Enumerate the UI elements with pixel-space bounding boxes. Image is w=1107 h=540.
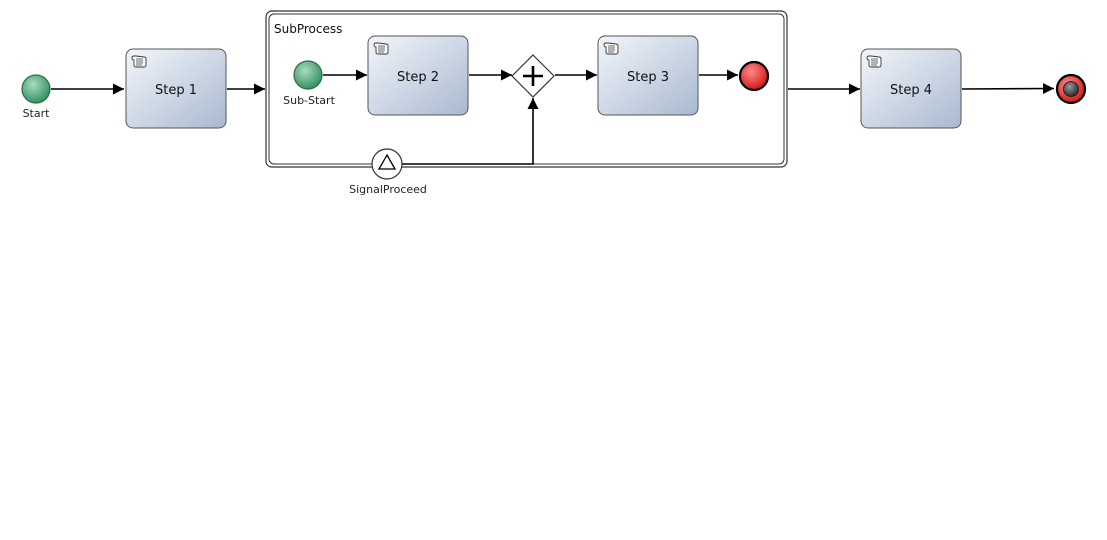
parallel-gateway-icon [523, 66, 543, 86]
signal-event[interactable]: SignalProceed [349, 148, 427, 196]
task-step-2-label: Step 2 [397, 70, 439, 85]
parallel-gateway[interactable] [511, 54, 555, 98]
signal-event-label: SignalProceed [349, 183, 427, 196]
script-icon [373, 42, 389, 55]
task-step-4[interactable]: Step 4 [860, 48, 962, 129]
subprocess-label: SubProcess [274, 22, 342, 36]
terminate-end-event[interactable] [1055, 73, 1087, 105]
signal-triangle-icon [377, 153, 397, 170]
start-event[interactable]: Start [21, 74, 51, 120]
flow-step4-end[interactable] [961, 83, 1055, 95]
task-step-1[interactable]: Step 1 [125, 48, 227, 129]
task-step-4-label: Step 4 [890, 83, 932, 98]
sub-start-event[interactable]: Sub-Start [283, 60, 336, 107]
start-event-label: Start [23, 107, 51, 120]
task-step-3[interactable]: Step 3 [597, 35, 699, 116]
flow-signal-gateway[interactable] [402, 98, 539, 165]
script-icon [131, 55, 147, 68]
script-icon [603, 42, 619, 55]
sub-end-event[interactable] [738, 60, 770, 92]
sub-start-event-label: Sub-Start [283, 94, 335, 107]
task-step-3-label: Step 3 [627, 70, 669, 85]
task-step-1-label: Step 1 [155, 83, 197, 98]
terminate-icon [1063, 81, 1079, 97]
script-icon [866, 55, 882, 68]
task-step-2[interactable]: Step 2 [367, 35, 469, 116]
